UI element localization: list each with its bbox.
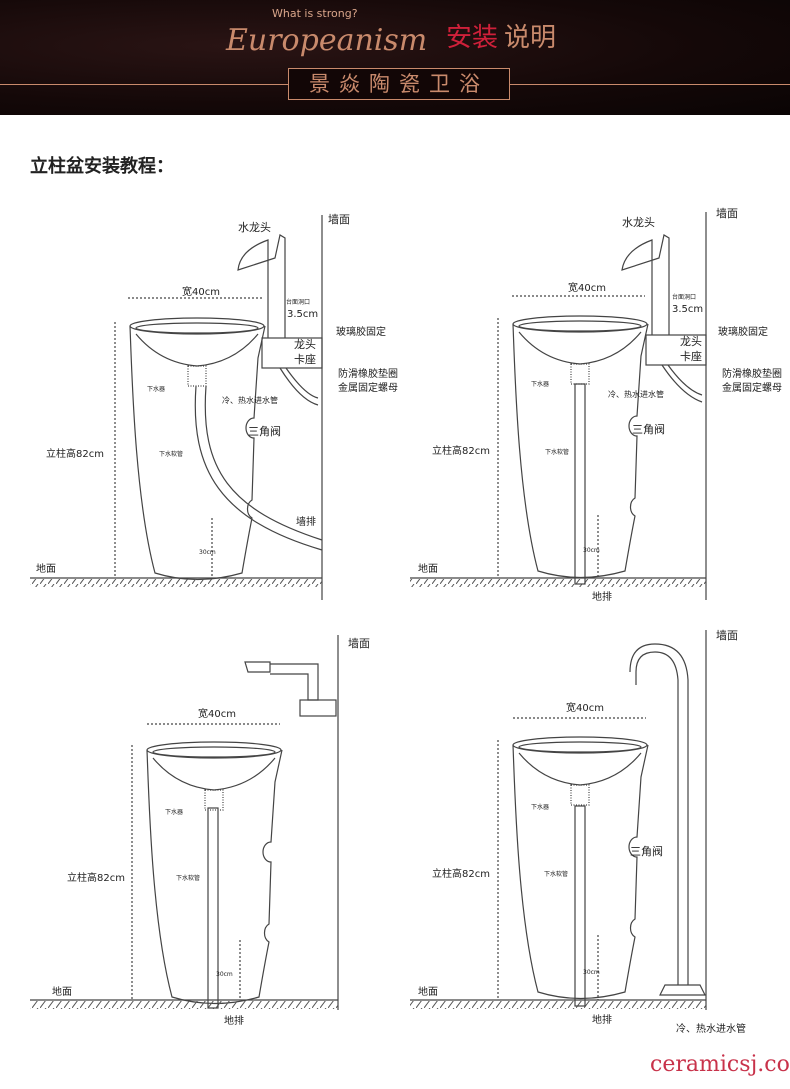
- floor-label: 地面: [418, 987, 438, 998]
- gasket-label: 防滑橡胶垫圈: [722, 369, 782, 380]
- company-name: 景焱陶瓷卫浴: [288, 68, 510, 100]
- glue-label: 玻璃胶固定: [718, 327, 768, 338]
- panel-2-drawing: [410, 212, 707, 600]
- hole-size: 3.5cm: [672, 304, 704, 315]
- glue-label: 玻璃胶固定: [336, 327, 386, 338]
- seat-label-2: 卡座: [680, 350, 702, 363]
- width-label: 宽40cm: [198, 709, 236, 720]
- panel-3-drawing: [30, 635, 339, 1010]
- pipes-label: 冷、热水进水管: [676, 1024, 746, 1035]
- hose-label: 下水软管: [545, 449, 570, 456]
- height-label: 立柱高82cm: [46, 449, 104, 460]
- gap-label: 30cm: [216, 971, 233, 978]
- floor-label: 地面: [418, 564, 438, 575]
- nut-label: 金属固定螺母: [722, 383, 782, 394]
- seat-label-1: 龙头: [680, 335, 702, 348]
- hole-label: 台面洞口: [672, 294, 697, 301]
- wall-label: 墙面: [716, 629, 738, 642]
- hole-label: 台面洞口: [286, 299, 311, 306]
- valve-label: 三角阀: [630, 845, 663, 858]
- hole-size: 3.5cm: [287, 309, 319, 320]
- drain-head-label: 下水器: [531, 381, 550, 388]
- faucet-label: 水龙头: [622, 216, 655, 229]
- width-label: 宽40cm: [182, 287, 220, 298]
- hose-label: 下水软管: [159, 451, 184, 458]
- gasket-label: 防滑橡胶垫圈: [338, 369, 398, 380]
- width-label: 宽40cm: [568, 283, 606, 294]
- drain-head-label: 下水器: [147, 386, 166, 393]
- outlet-label: 地排: [224, 1016, 244, 1027]
- drain-head-label: 下水器: [531, 804, 550, 811]
- outlet-label: 地排: [592, 1015, 612, 1026]
- panel-4-drawing: [410, 630, 707, 1010]
- page-title: 立柱盆安装教程：: [30, 156, 174, 177]
- gap-label: 30cm: [199, 549, 216, 556]
- gap-label: 30cm: [583, 969, 600, 976]
- width-label: 宽40cm: [566, 703, 604, 714]
- outlet-label: 地排: [592, 592, 612, 603]
- outlet-label: 墙排: [296, 517, 316, 528]
- seat-label-1: 龙头: [294, 338, 316, 351]
- valve-label: 三角阀: [632, 423, 665, 436]
- gap-label: 30cm: [583, 547, 600, 554]
- header-banner: What is strong? Europeanism 安装 说明 景焱陶瓷卫浴: [0, 0, 790, 115]
- seat-label-2: 卡座: [294, 353, 316, 366]
- tagline: What is strong?: [272, 7, 358, 20]
- title-red: 安装: [446, 23, 499, 53]
- valve-label: 三角阀: [248, 425, 281, 438]
- panel-1-drawing: [30, 215, 323, 600]
- brand-script: Europeanism: [226, 23, 428, 58]
- hose-label: 下水软管: [544, 871, 569, 878]
- floor-label: 地面: [52, 987, 72, 998]
- floor-label: 地面: [36, 564, 56, 575]
- drain-head-label: 下水器: [165, 809, 184, 816]
- nut-label: 金属固定螺母: [338, 383, 398, 394]
- hose-label: 下水软管: [176, 875, 201, 882]
- faucet-label: 水龙头: [238, 221, 271, 234]
- pipes-label: 冷、热水进水管: [222, 396, 278, 405]
- wall-label: 墙面: [716, 207, 738, 220]
- wall-label: 墙面: [328, 213, 350, 226]
- wall-label: 墙面: [348, 637, 370, 650]
- height-label: 立柱高82cm: [432, 869, 490, 880]
- title-rest: 说明: [504, 23, 557, 53]
- height-label: 立柱高82cm: [432, 446, 490, 457]
- height-label: 立柱高82cm: [67, 873, 125, 884]
- watermark: ceramicsj.com: [650, 1052, 790, 1077]
- pipes-label: 冷、热水进水管: [608, 390, 664, 399]
